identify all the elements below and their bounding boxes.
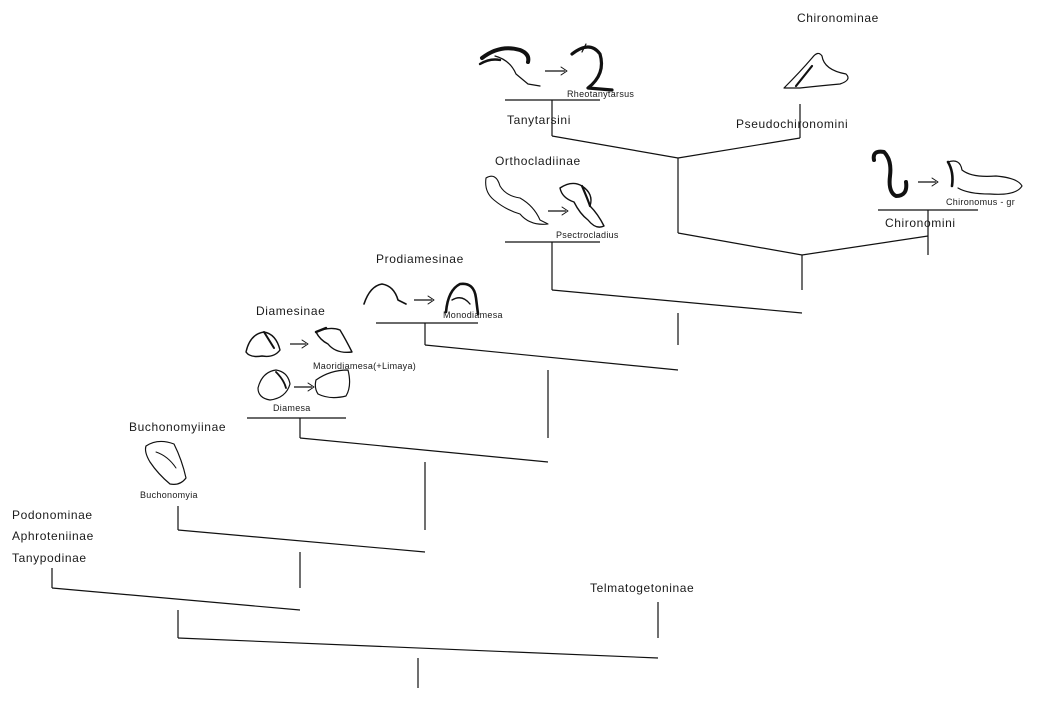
- crossbar-level5: [552, 290, 802, 313]
- crossbar-level4: [425, 345, 678, 370]
- crossbar-level1: [52, 588, 300, 610]
- diamesa-apomorphic-hypopygium: [315, 370, 349, 398]
- rheotanytarsus-apomorphic-hypopygium: [572, 44, 612, 90]
- label-diamesa: Diamesa: [273, 403, 311, 413]
- label-podonominae: Podonominae: [12, 508, 93, 522]
- crossbar-chironominae: [678, 233, 802, 255]
- crossbar-level2: [178, 530, 425, 552]
- label-chironomini: Chironomini: [885, 216, 956, 230]
- pseudochironomini-hypopygium: [784, 53, 848, 88]
- label-buchonomyiinae: Buchonomyiinae: [129, 420, 226, 434]
- label-diamesinae: Diamesinae: [256, 304, 325, 318]
- label-monodiamesa: Monodiamesa: [443, 310, 503, 320]
- label-chironomus-gr: Chironomus - gr: [946, 197, 1015, 207]
- crossbar-level3: [300, 438, 548, 462]
- rheotanytarsus-plesiomorphic-hypopygium: [480, 48, 540, 86]
- label-buchonomyia: Buchonomyia: [140, 490, 198, 500]
- taxon-labels: Chironominae Rheotanytarsus Tanytarsini …: [12, 11, 1015, 595]
- label-tanypodinae: Tanypodinae: [12, 551, 87, 565]
- maoridiamesa-apomorphic-hypopygium: [316, 328, 352, 352]
- cladogram-branches: [52, 100, 978, 688]
- maoridiamesa-plesiomorphic-hypopygium: [246, 332, 280, 357]
- label-tanytarsini: Tanytarsini: [507, 113, 571, 127]
- monodiamesa-plesiomorphic-hypopygium: [364, 284, 406, 304]
- label-orthocladiinae: Orthocladiinae: [495, 154, 581, 168]
- psectrocladius-plesiomorphic-hypopygium: [486, 176, 548, 224]
- chironomus-apomorphic-hypopygium: [948, 161, 1022, 194]
- crossbar-pseudochironomini: [678, 138, 800, 158]
- label-psectrocladius: Psectrocladius: [556, 230, 619, 240]
- crossbar-chironomini: [802, 236, 928, 255]
- crossbar-root: [178, 638, 658, 658]
- label-chironominae: Chironominae: [797, 11, 879, 25]
- chironomus-plesiomorphic-hypopygium: [874, 152, 907, 196]
- label-telmatogetoninae: Telmatogetoninae: [590, 581, 694, 595]
- label-pseudochironomini: Pseudochironomini: [736, 117, 848, 131]
- label-rheotanytarsus: Rheotanytarsus: [567, 89, 634, 99]
- diamesa-plesiomorphic-hypopygium: [258, 370, 290, 400]
- label-prodiamesinae: Prodiamesinae: [376, 252, 464, 266]
- label-aphroteniinae: Aphroteniinae: [12, 529, 94, 543]
- buchonomyia-hypopygium: [146, 441, 187, 484]
- label-maoridiamesa: Maoridiamesa(+Limaya): [313, 361, 416, 371]
- psectrocladius-apomorphic-hypopygium: [560, 183, 604, 227]
